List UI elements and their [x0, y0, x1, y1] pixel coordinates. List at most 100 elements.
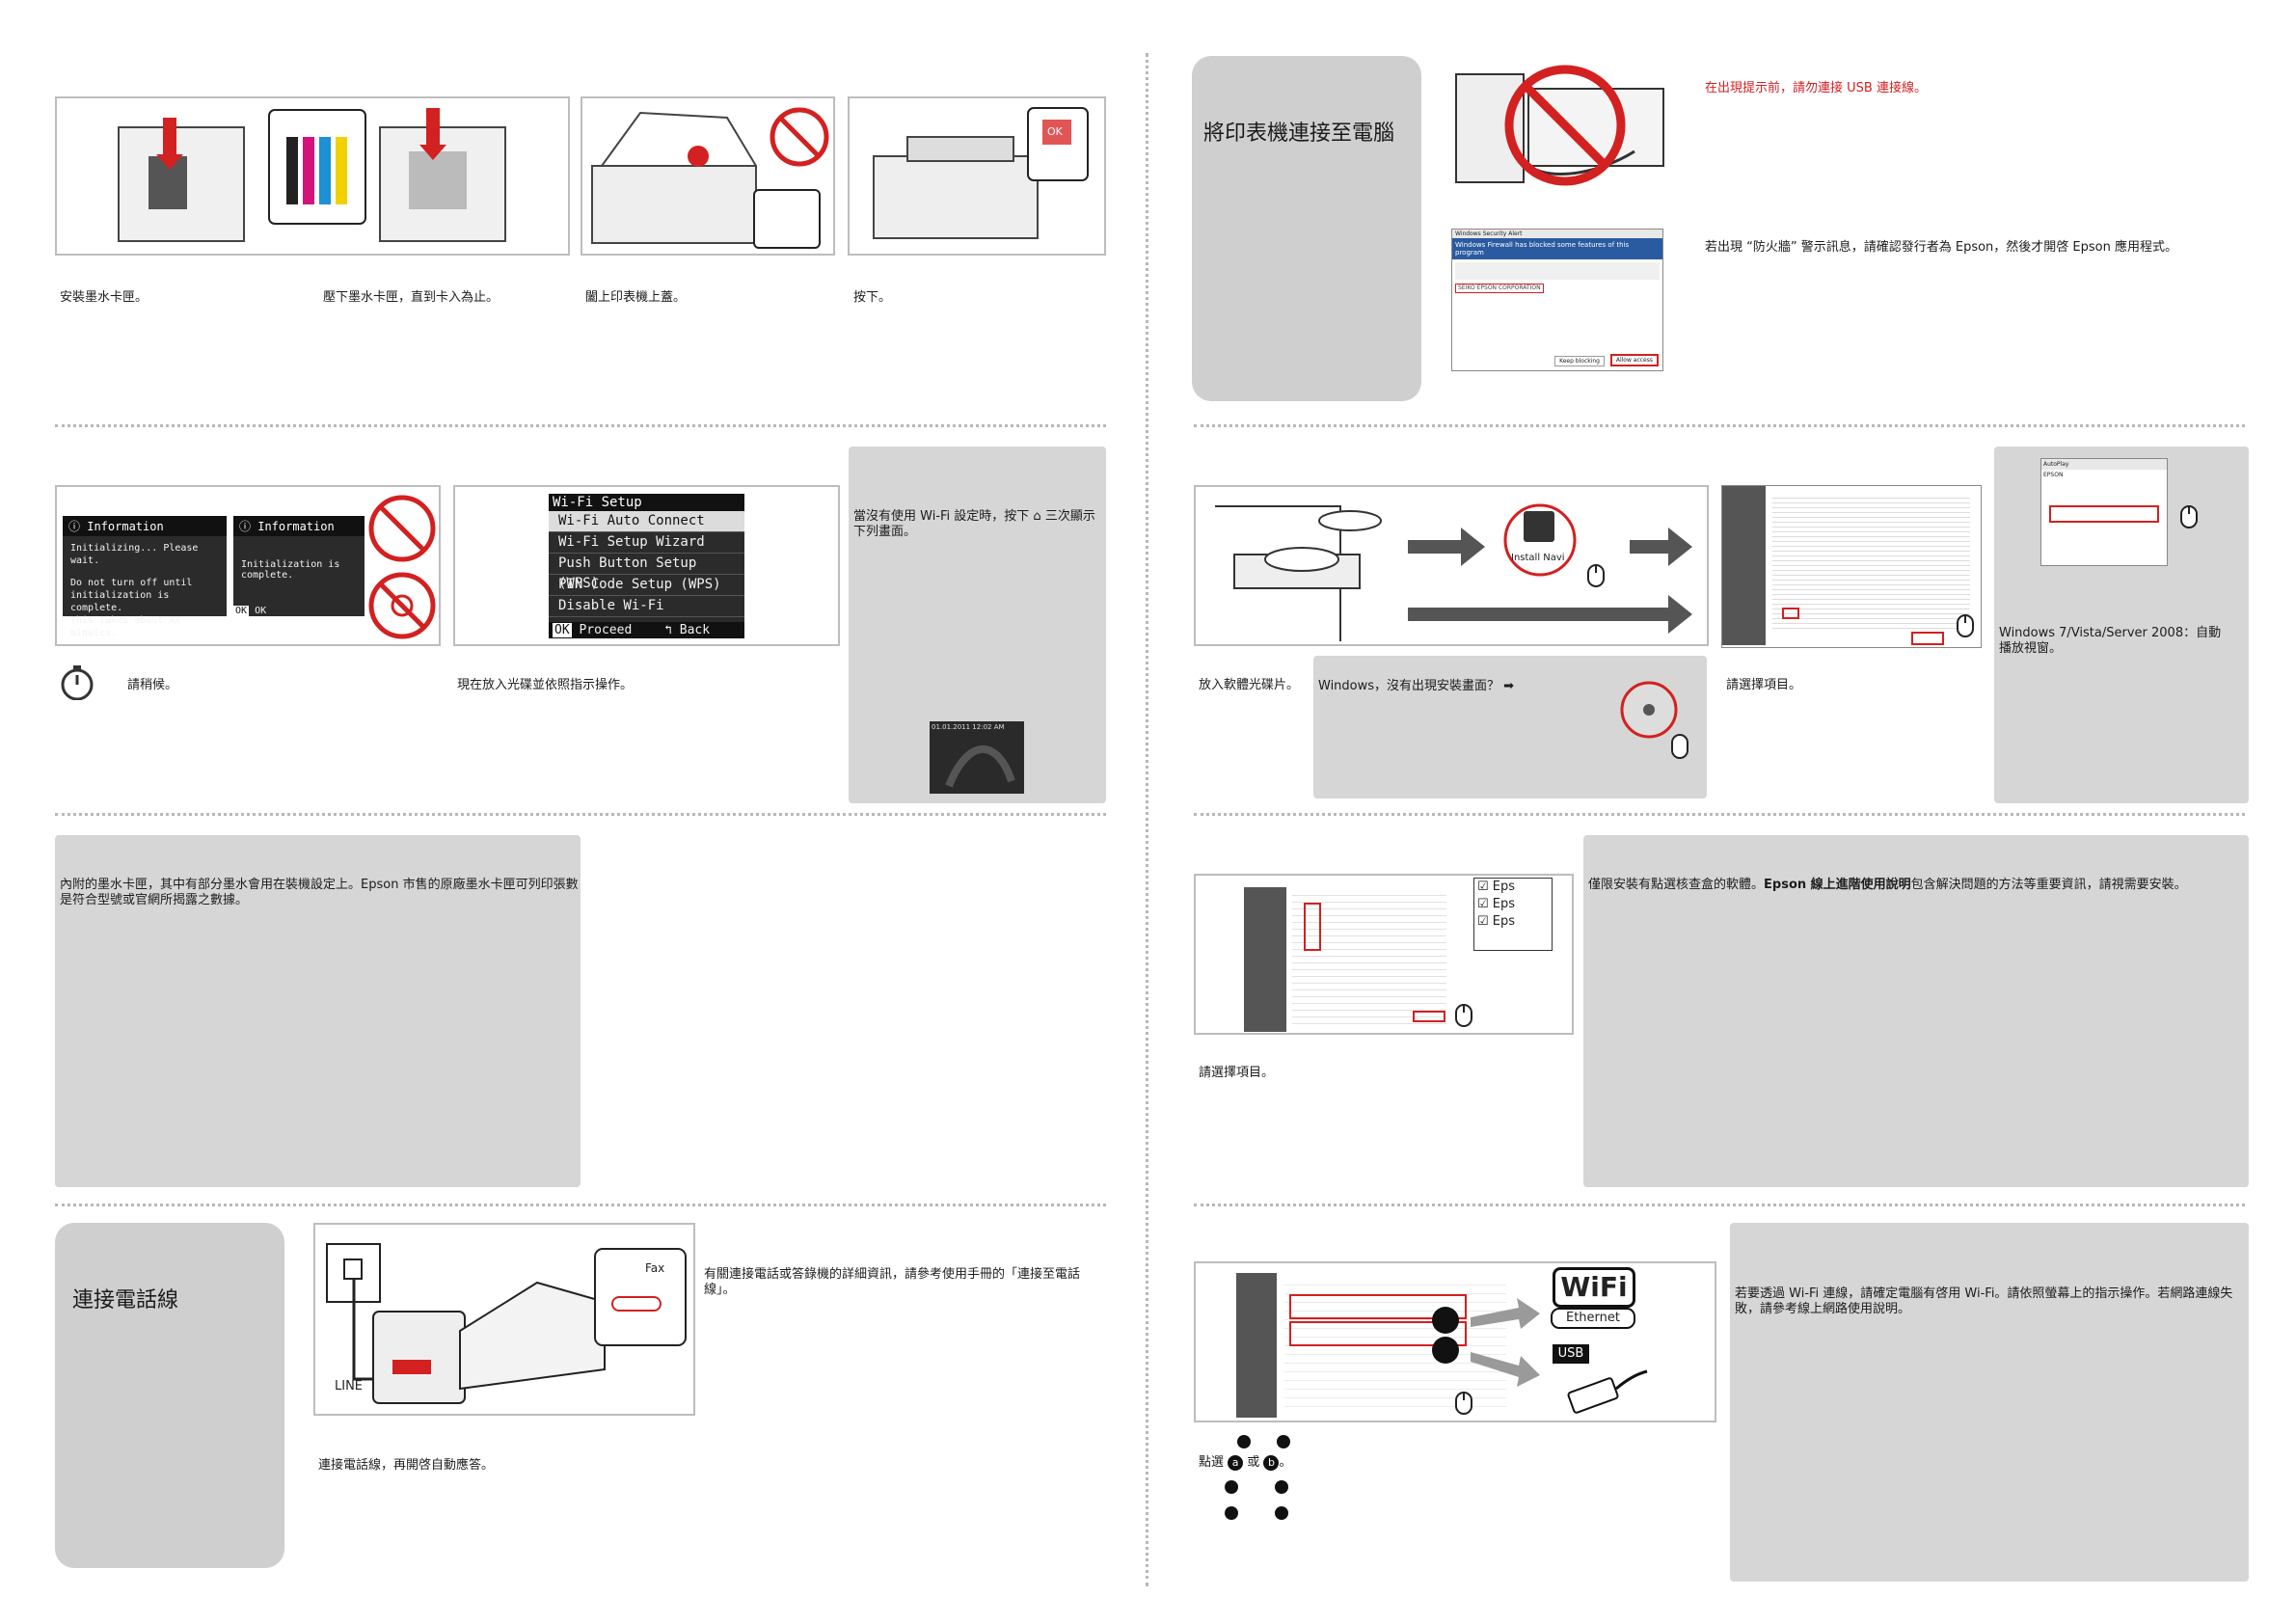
- do-not-unplug-icon: [368, 495, 436, 639]
- install-note-a: 僅限安裝有點選核查盒的軟體。: [1588, 878, 1765, 892]
- home-screen-thumbnail: 01.01.2011 12:02 AM: [930, 721, 1024, 794]
- ok-key-label: OK: [1047, 125, 1063, 138]
- center-divider: [1146, 53, 1148, 1586]
- section-panel: 將印表機連接至電腦: [1192, 56, 1421, 401]
- option-a-badge: [1432, 1307, 1459, 1334]
- dot-icon: [1275, 1506, 1288, 1520]
- checkbox-item[interactable]: ☑ Eps: [1474, 913, 1552, 931]
- checkbox-label: Eps: [1492, 880, 1516, 894]
- lcd-info-illustration: ⓘ Information Initializing... Please wai…: [55, 485, 441, 646]
- separator: [1194, 424, 2245, 427]
- no-screen-text: Windows，沒有出現安裝畫面？ ➡: [1318, 679, 1514, 694]
- select-caption: 請選擇項目。: [1726, 678, 1802, 692]
- checkbox-icon[interactable]: ☑: [1477, 897, 1493, 911]
- connection-type-illustration: WiFi Ethernet USB: [1194, 1261, 1716, 1422]
- checkbox-highlight[interactable]: [1304, 903, 1321, 951]
- ink-note-text: 內附的墨水卡匣，其中有部分墨水會用在裝機設定上。Epson 市售的原廠墨水卡匣可…: [60, 878, 579, 907]
- install-button-highlight[interactable]: [1413, 1011, 1445, 1022]
- step-caption: 壓下墨水卡匣，直到卡入為止。: [323, 290, 500, 305]
- autoplay-drive: EPSON: [2043, 472, 2064, 478]
- installer-sidebar: [1236, 1273, 1277, 1418]
- separator: [55, 424, 1106, 427]
- autoplay-window: AutoPlay EPSON: [2040, 458, 2168, 566]
- wifi-back[interactable]: Back: [679, 623, 711, 637]
- ok-key-text: OK: [255, 606, 267, 616]
- checkbox-list: ☑ Eps☑ Eps☑ Eps: [1474, 879, 1552, 931]
- section-title: 將印表機連接至電腦: [1203, 122, 1395, 146]
- dialog-header: Windows Firewall has blocked some featur…: [1452, 238, 1662, 259]
- wifi-proceed[interactable]: Proceed: [579, 623, 633, 637]
- firewall-dialog: Windows Security Alert Windows Firewall …: [1451, 229, 1663, 371]
- close-cover-drawing: [591, 107, 829, 249]
- dot-icon: [1275, 1480, 1288, 1494]
- click-caption: 點選 a 或 b。: [1199, 1455, 1291, 1471]
- installer-sidebar: [1722, 486, 1766, 645]
- wifi-option-highlight[interactable]: [1289, 1294, 1467, 1319]
- arrow-icons: [1471, 1298, 1540, 1387]
- ok-key: OK: [233, 606, 250, 616]
- lcd-line: Initializing... Please wait.: [70, 543, 199, 566]
- wifi-note-panel: 若要透過 Wi-Fi 連線，請確定電腦有啓用 Wi-Fi。請依照螢幕上的指示操作…: [1730, 1223, 2249, 1582]
- accept-radio-highlight[interactable]: [1782, 608, 1799, 619]
- step-caption: 按下。: [853, 290, 891, 306]
- dot-icon: [1225, 1506, 1238, 1520]
- wifi-menu-item[interactable]: Push Button Setup (WPS): [549, 554, 744, 591]
- note-panel: 當沒有使用 Wi-Fi 設定時，按下 ⌂ 三次顯示下列畫面。 01.01.201…: [849, 447, 1106, 803]
- wifi-screen-title: Wi-Fi Setup: [549, 494, 744, 511]
- no-screen-label: Windows，沒有出現安裝畫面？: [1318, 679, 1500, 693]
- phone-connection-drawing: [326, 1243, 687, 1404]
- lcd-title-bar: ⓘ Information: [233, 516, 365, 536]
- wifi-menu-item[interactable]: Disable Wi-Fi: [549, 596, 744, 617]
- checkbox-label: Eps: [1492, 914, 1516, 929]
- note-text-a: 當沒有使用 Wi-Fi 設定時，按下: [853, 509, 1030, 524]
- lcd-ok-button[interactable]: OK OK: [233, 606, 266, 616]
- checkbox-item[interactable]: ☑ Eps: [1474, 896, 1552, 913]
- insert-disc-caption: 現在放入光碟並依照指示操作。: [457, 678, 634, 692]
- install-cartridge-illustration: [55, 96, 570, 256]
- insert-cd-caption: 放入軟體光碟片。: [1199, 678, 1300, 692]
- install-note-b: Epson 線上進階使用說明: [1764, 878, 1911, 892]
- win7-text: Windows 7/Vista/Server 2008：自動播放視窗。: [1999, 626, 2222, 656]
- next-button-highlight[interactable]: [1911, 632, 1944, 645]
- wifi-screen-footer: OK Proceed ↰ Back: [549, 622, 744, 638]
- swirl-graphic: [945, 744, 1015, 788]
- usb-option-highlight[interactable]: [1289, 1321, 1467, 1346]
- wifi-menu-item[interactable]: Wi-Fi Auto Connect: [549, 511, 744, 532]
- phone-side-text: 有關連接電話或答錄機的詳細資訊，請參考使用手冊的「連接至電話線」。: [704, 1267, 1081, 1297]
- computer-disc-icon: [1620, 681, 1688, 759]
- mouse-click-icon: [1957, 614, 1974, 637]
- checkbox-item[interactable]: ☑ Eps: [1474, 879, 1552, 896]
- wifi-logo: WiFi: [1553, 1267, 1635, 1308]
- note-text-b: 三次顯示下列畫面。: [853, 509, 1095, 539]
- cd-install-drawing: [1215, 503, 1692, 641]
- autoplay-run-highlight[interactable]: [2049, 505, 2159, 523]
- checkbox-icon[interactable]: ☑: [1477, 914, 1493, 929]
- firewall-text: 若出現 “防火牆” 警示訊息，請確認發行者為 Epson，然後才開啓 Epson…: [1705, 240, 2177, 255]
- keep-blocking-button[interactable]: Keep blocking: [1554, 356, 1605, 366]
- autoplay-panel: AutoPlay EPSON Windows 7/Vista/Server 20…: [1994, 447, 2249, 803]
- insert-cd-illustration: Install Navi: [1194, 485, 1709, 646]
- phone-line-illustration: Fax LINE: [313, 1223, 695, 1416]
- allow-access-button[interactable]: Allow access: [1609, 354, 1659, 366]
- checkbox-icon[interactable]: ☑: [1477, 880, 1493, 894]
- step-caption-text: 按下: [853, 290, 879, 305]
- dot-icon: [1225, 1480, 1238, 1494]
- dialog-description: [1455, 262, 1660, 280]
- separator: [55, 813, 1106, 816]
- select-caption: 請選擇項目。: [1199, 1066, 1275, 1080]
- license-screen: [1721, 485, 1982, 648]
- lcd-screen-initializing: ⓘ Information Initializing... Please wai…: [63, 516, 227, 638]
- install-navi-label[interactable]: Install Navi: [1511, 553, 1565, 563]
- mouse-click-icon: [1455, 1392, 1472, 1415]
- mouse-click-icon: [1455, 1004, 1472, 1027]
- option-a-icon: a: [1228, 1455, 1244, 1471]
- wifi-menu-item[interactable]: Wi-Fi Setup Wizard: [549, 532, 744, 554]
- usb-cable-icon: [1567, 1369, 1648, 1414]
- section-panel: 連接電話線: [55, 1223, 284, 1568]
- printer-ok-drawing: [873, 107, 1089, 239]
- press-cartridge-illustration: [581, 96, 835, 256]
- install-note-c: 包含解決問題的方法等重要資訊，請視需要安裝。: [1910, 878, 2187, 892]
- wifi-menu-item[interactable]: PIN Code Setup (WPS): [549, 575, 744, 596]
- ok-key: OK: [553, 623, 572, 637]
